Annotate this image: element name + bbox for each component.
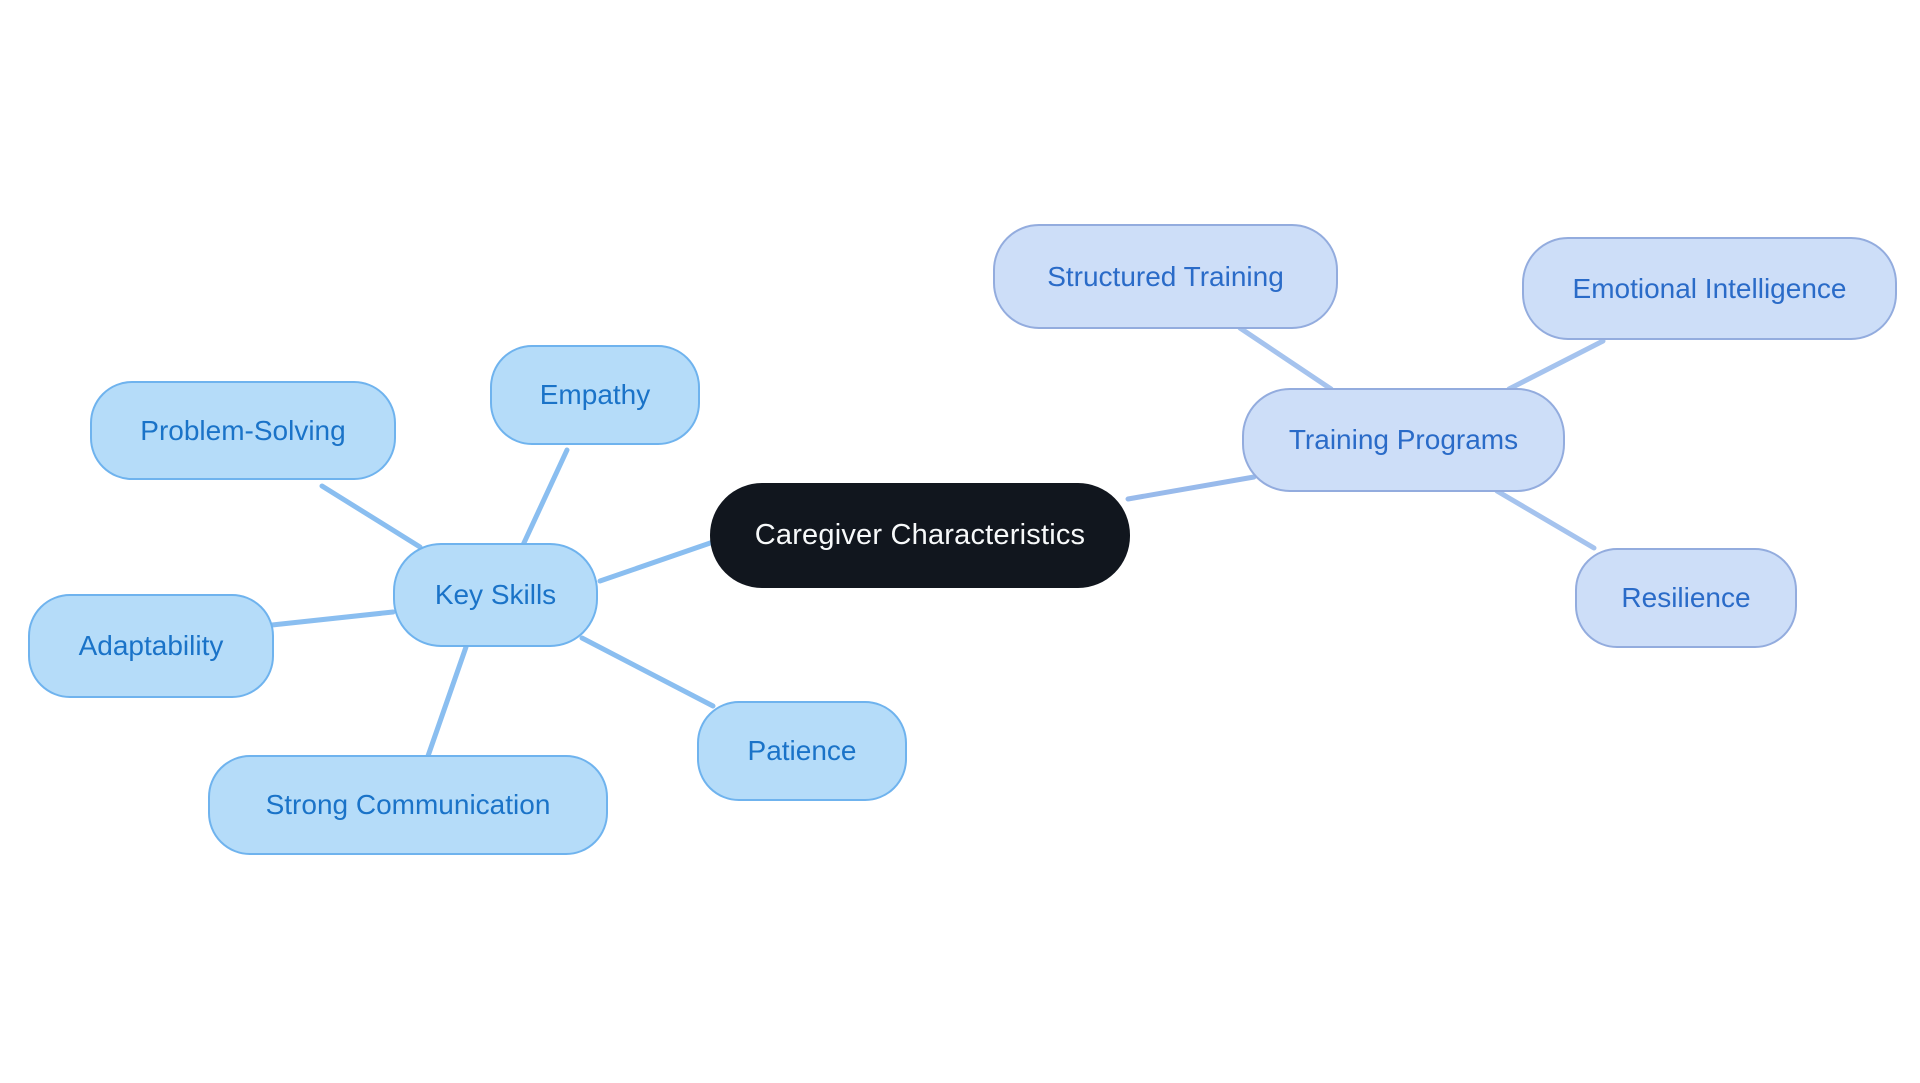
node-label: Key Skills [434, 579, 557, 610]
node-label: Empathy [539, 379, 651, 410]
node-label: Strong Communication [265, 789, 551, 820]
node-caregiver-characteristics[interactable]: Caregiver Characteristics [710, 483, 1130, 588]
node-key-skills[interactable]: Key Skills [393, 543, 598, 647]
edge-root-training-programs [1125, 474, 1257, 502]
edge-training-programs-emotional-intelligence [1506, 338, 1606, 392]
node-label: Problem-Solving [140, 414, 346, 446]
node-patience[interactable]: Patience [697, 701, 907, 801]
edge-training-programs-resilience [1494, 488, 1597, 551]
node-problem-solving[interactable]: Problem-Solving [90, 381, 396, 480]
node-resilience[interactable]: Resilience [1575, 548, 1797, 648]
node-structured-training[interactable]: Structured Training [993, 224, 1338, 329]
node-label: Training Programs [1288, 424, 1519, 455]
edge-key-skills-problem-solving [319, 483, 423, 550]
node-label: Emotional Intelligence [1572, 272, 1847, 304]
node-emotional-intelligence[interactable]: Emotional Intelligence [1522, 237, 1897, 340]
node-adaptability[interactable]: Adaptability [28, 594, 274, 698]
edge-key-skills-empathy [520, 447, 570, 548]
node-label: Patience [747, 735, 857, 766]
node-empathy[interactable]: Empathy [490, 345, 700, 445]
node-training-programs[interactable]: Training Programs [1242, 388, 1565, 492]
node-label: Caregiver Characteristics [754, 519, 1086, 551]
node-strong-communication[interactable]: Strong Communication [208, 755, 608, 855]
node-label: Resilience [1621, 582, 1751, 613]
edge-key-skills-adaptability [269, 609, 396, 628]
node-label: Adaptability [78, 630, 224, 661]
node-label: Structured Training [1047, 260, 1284, 292]
edge-root-key-skills [597, 538, 719, 584]
edge-key-skills-strong-communication [425, 644, 469, 759]
edge-training-programs-structured-training [1237, 325, 1334, 392]
edge-key-skills-patience [579, 635, 716, 709]
